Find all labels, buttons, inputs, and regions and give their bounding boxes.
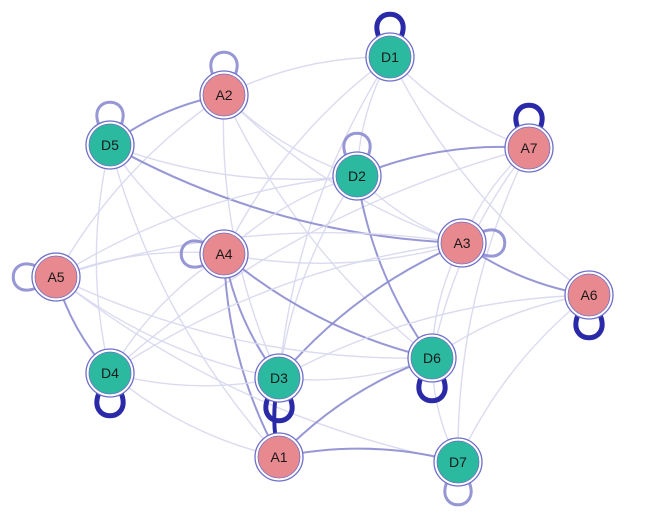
edge-A5-D6 — [55, 276, 433, 359]
node-fill — [440, 221, 484, 265]
edge-A6-D3 — [278, 294, 590, 379]
node-label: A1 — [270, 449, 287, 465]
edge-A7-D7 — [457, 147, 530, 463]
edge-A6-D7 — [457, 294, 590, 463]
self-loop-D6 — [416, 376, 448, 404]
edge-A7-D2 — [356, 145, 530, 177]
node-fill — [257, 356, 301, 400]
node-A2[interactable]: A2 — [199, 70, 249, 120]
node-D4[interactable]: D4 — [85, 348, 135, 398]
edge-D5-A3 — [109, 144, 463, 244]
edge-D1-A4 — [223, 56, 391, 255]
edge-D1-D3 — [278, 56, 391, 379]
node-A3[interactable]: A3 — [437, 218, 487, 268]
edge-D2-D3 — [278, 175, 358, 379]
self-loop-D3 — [263, 396, 295, 424]
node-fill — [88, 351, 132, 395]
node-D3[interactable]: D3 — [254, 353, 304, 403]
self-loop-D7 — [443, 481, 473, 507]
self-loop-A7 — [513, 102, 545, 130]
node-A4[interactable]: A4 — [199, 229, 249, 279]
edge-A4-D6 — [223, 253, 433, 359]
node-D1[interactable]: D1 — [365, 32, 415, 82]
node-fill — [202, 232, 246, 276]
edge-D5-D2 — [109, 144, 358, 181]
edge-D1-A6 — [389, 56, 590, 296]
self-loop-A4 — [179, 239, 205, 269]
edge-D1-A7 — [389, 56, 530, 149]
node-fill — [34, 255, 78, 299]
node-label: A2 — [215, 87, 232, 103]
node-D7[interactable]: D7 — [433, 437, 483, 487]
edge-D7-A1 — [278, 447, 459, 463]
node-label: A3 — [453, 235, 470, 251]
node-label: D7 — [449, 454, 467, 470]
self-loop-A3 — [481, 228, 507, 258]
node-label: D6 — [423, 350, 441, 366]
edge-A4-A1 — [223, 253, 280, 458]
node-fill — [410, 336, 454, 380]
self-loops-layer — [11, 11, 605, 507]
self-loop-A6 — [573, 313, 605, 341]
node-label: D1 — [381, 49, 399, 65]
node-D2[interactable]: D2 — [332, 151, 382, 201]
edge-A2-D6 — [223, 94, 433, 359]
node-label: A7 — [520, 140, 537, 156]
edges-layer — [55, 56, 590, 463]
self-loop-A2 — [209, 50, 239, 76]
node-fill — [335, 154, 379, 198]
node-label: A6 — [580, 287, 597, 303]
node-label: A5 — [47, 269, 64, 285]
edge-A2-A5 — [55, 94, 225, 278]
edge-D4-D3 — [109, 372, 280, 387]
node-fill — [368, 35, 412, 79]
node-fill — [567, 273, 611, 317]
edge-A3-D3 — [278, 242, 463, 379]
edge-A4-A3 — [223, 242, 463, 264]
node-fill — [436, 440, 480, 484]
edge-D5-A1 — [109, 144, 280, 458]
edge-D5-D4 — [95, 144, 111, 374]
node-label: D4 — [101, 365, 119, 381]
edge-A3-A5 — [55, 231, 463, 278]
edge-A5-D7 — [55, 276, 459, 463]
self-loop-D4 — [94, 391, 126, 419]
edge-A6-D6 — [431, 294, 590, 359]
node-label: D3 — [270, 370, 288, 386]
node-fill — [88, 123, 132, 167]
self-loop-D2 — [342, 131, 372, 157]
edge-A4-A5 — [55, 251, 225, 278]
self-loop-D5 — [95, 100, 125, 126]
node-label: D2 — [348, 168, 366, 184]
edge-D2-A5 — [55, 175, 358, 278]
edge-A7-D4 — [109, 147, 530, 374]
node-label: D5 — [101, 137, 119, 153]
node-D6[interactable]: D6 — [407, 333, 457, 383]
node-fill — [202, 73, 246, 117]
node-A5[interactable]: A5 — [31, 252, 81, 302]
node-A7[interactable]: A7 — [504, 123, 554, 173]
edge-A4-D4 — [109, 253, 225, 374]
node-D5[interactable]: D5 — [85, 120, 135, 170]
node-fill — [507, 126, 551, 170]
node-A1[interactable]: A1 — [254, 432, 304, 482]
node-A6[interactable]: A6 — [564, 270, 614, 320]
node-label: A4 — [215, 246, 232, 262]
edge-A3-D4 — [109, 242, 463, 374]
self-loop-D1 — [374, 11, 406, 39]
node-fill — [257, 435, 301, 479]
self-loop-A5 — [11, 262, 37, 292]
